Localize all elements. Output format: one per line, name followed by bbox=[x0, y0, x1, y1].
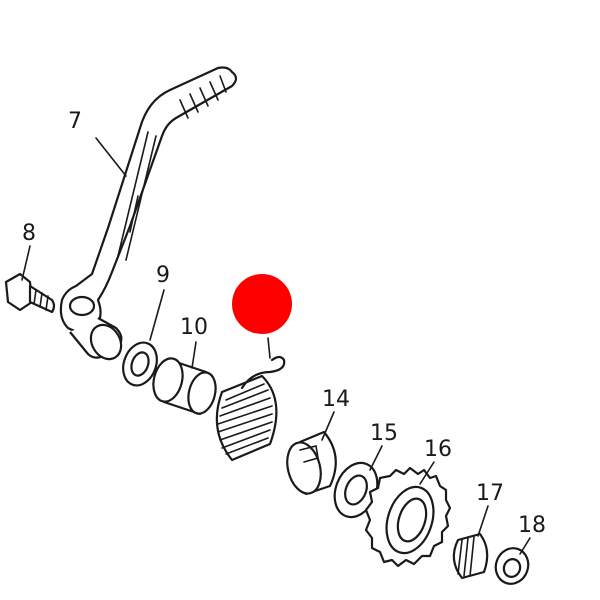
label-14: 14 bbox=[322, 387, 350, 412]
leader-17 bbox=[477, 505, 489, 537]
leader-10 bbox=[191, 341, 197, 369]
needle-bearing bbox=[452, 532, 489, 580]
bolt bbox=[4, 272, 56, 314]
leader-14 bbox=[321, 411, 335, 441]
label-7: 7 bbox=[68, 109, 82, 134]
leader-16 bbox=[419, 461, 435, 485]
label-8: 8 bbox=[22, 221, 36, 246]
kick-spring bbox=[215, 355, 286, 462]
label-16: 16 bbox=[424, 437, 452, 462]
label-10: 10 bbox=[180, 315, 208, 340]
collar bbox=[286, 430, 337, 496]
bushing bbox=[152, 357, 217, 416]
leader-18 bbox=[519, 537, 531, 555]
red-marker bbox=[232, 274, 292, 334]
end-washer bbox=[494, 547, 530, 585]
leader-15 bbox=[369, 445, 383, 471]
leader-8 bbox=[21, 245, 31, 281]
label-17: 17 bbox=[476, 481, 504, 506]
leader-9 bbox=[149, 289, 165, 341]
label-9: 9 bbox=[156, 263, 170, 288]
washer bbox=[122, 341, 158, 387]
idler-gear bbox=[364, 466, 452, 568]
label-18: 18 bbox=[518, 513, 546, 538]
kick-lever bbox=[59, 66, 238, 361]
leader-7 bbox=[95, 137, 127, 177]
marker-leader bbox=[267, 337, 271, 359]
label-15: 15 bbox=[370, 421, 398, 446]
